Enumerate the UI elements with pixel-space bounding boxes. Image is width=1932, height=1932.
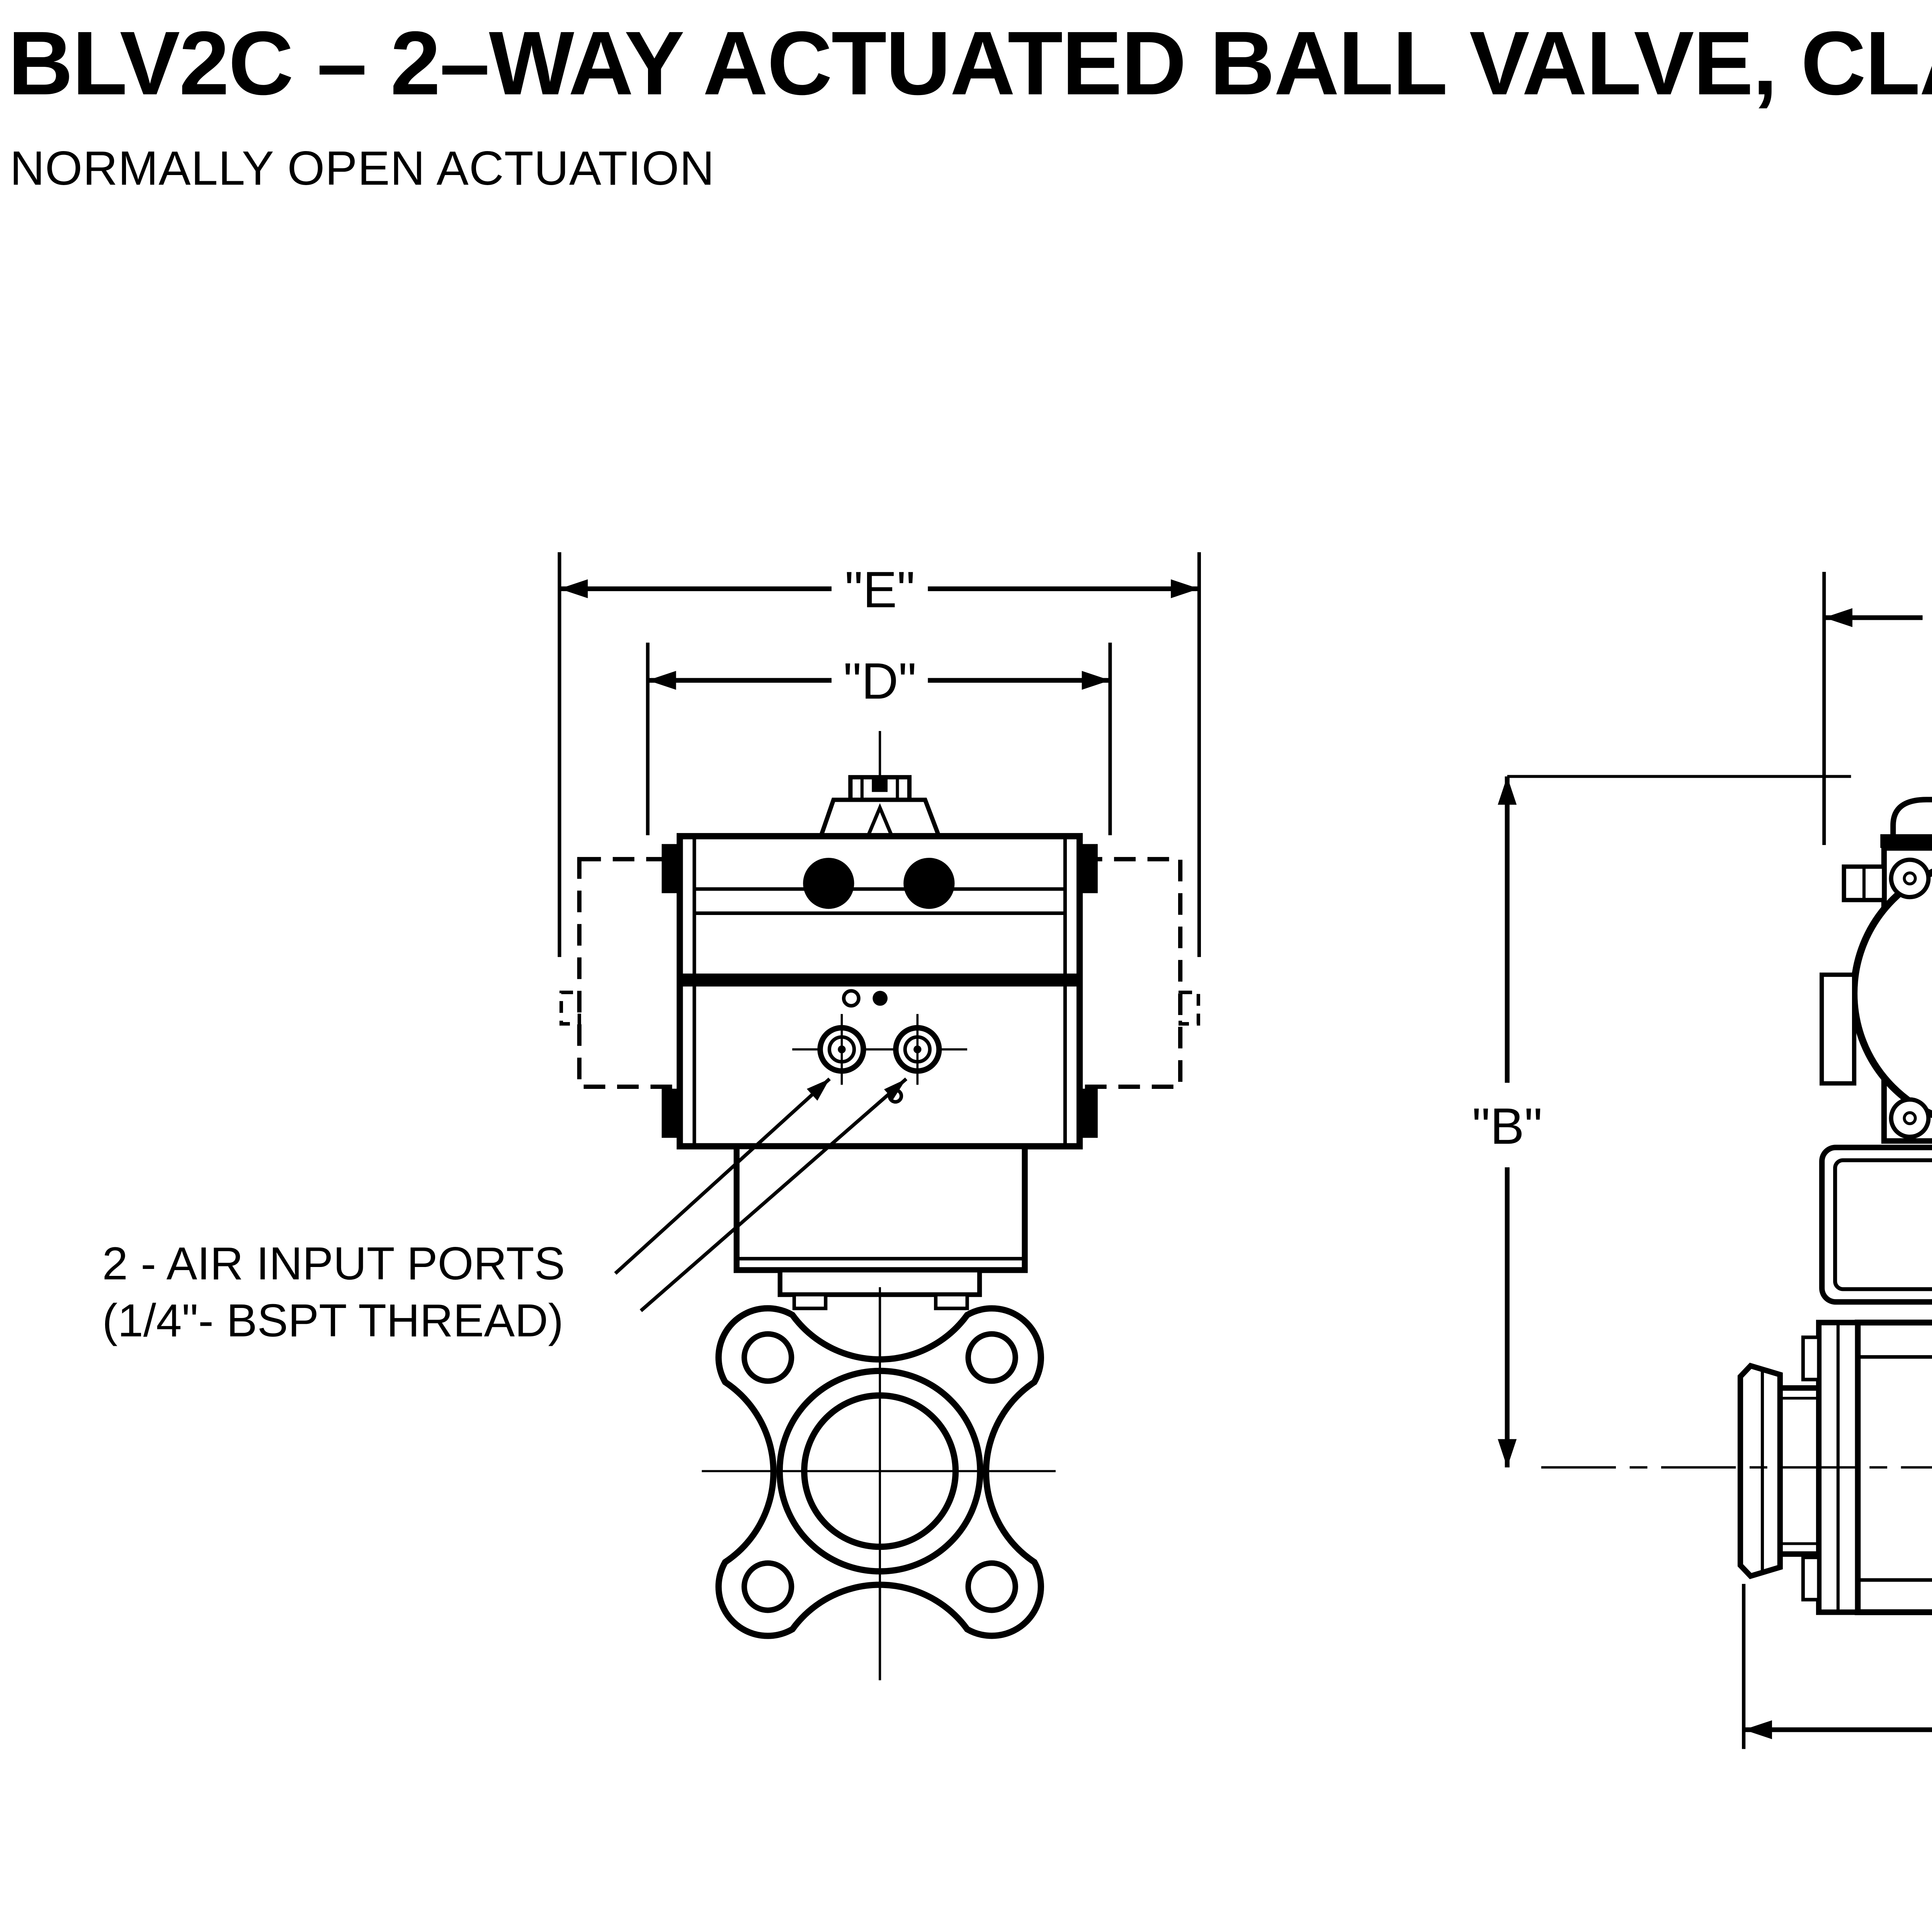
page-title: BLV2C – 2–WAY ACTUATED BALL VALVE, CLAMP… [8, 12, 1932, 114]
flange-bolt-hole [742, 1331, 794, 1384]
actuator-bolt [803, 857, 854, 909]
air-ports-note-line2: (1/4"- BSPT THREAD) [102, 1295, 564, 1346]
page-subtitle: NORMALLY OPEN ACTUATION [10, 143, 715, 197]
dimension-d: "D" [646, 643, 1112, 835]
actuator-bolt [903, 857, 955, 909]
flange-bolt-hole [742, 1560, 794, 1613]
clamp-ferrule-left [1737, 1362, 1819, 1579]
air-ports-note: 2 - AIR INPUT PORTS (1/4"- BSPT THREAD) [102, 1077, 908, 1346]
flange-bolt-hole [965, 1331, 1018, 1384]
dimension-a: "A" [1742, 1584, 1932, 1749]
air-input-port [817, 1014, 866, 1085]
plate-bolt [1889, 857, 1931, 1139]
air-ports-note-line1: 2 - AIR INPUT PORTS [102, 1238, 565, 1289]
dim-label-d: "D" [843, 653, 916, 710]
dimension-b: "B" [1472, 775, 1851, 1468]
dim-label-e: "E" [845, 561, 915, 619]
flange-bolt-hole [965, 1560, 1018, 1613]
dimension-c: "C" [1822, 571, 1923, 845]
dim-label-b: "B" [1472, 1098, 1543, 1155]
side-view-drawing [1541, 797, 1932, 1616]
front-view-drawing [559, 731, 1200, 1680]
dimension-e: "E" [558, 552, 1201, 957]
air-input-port [893, 1014, 942, 1085]
